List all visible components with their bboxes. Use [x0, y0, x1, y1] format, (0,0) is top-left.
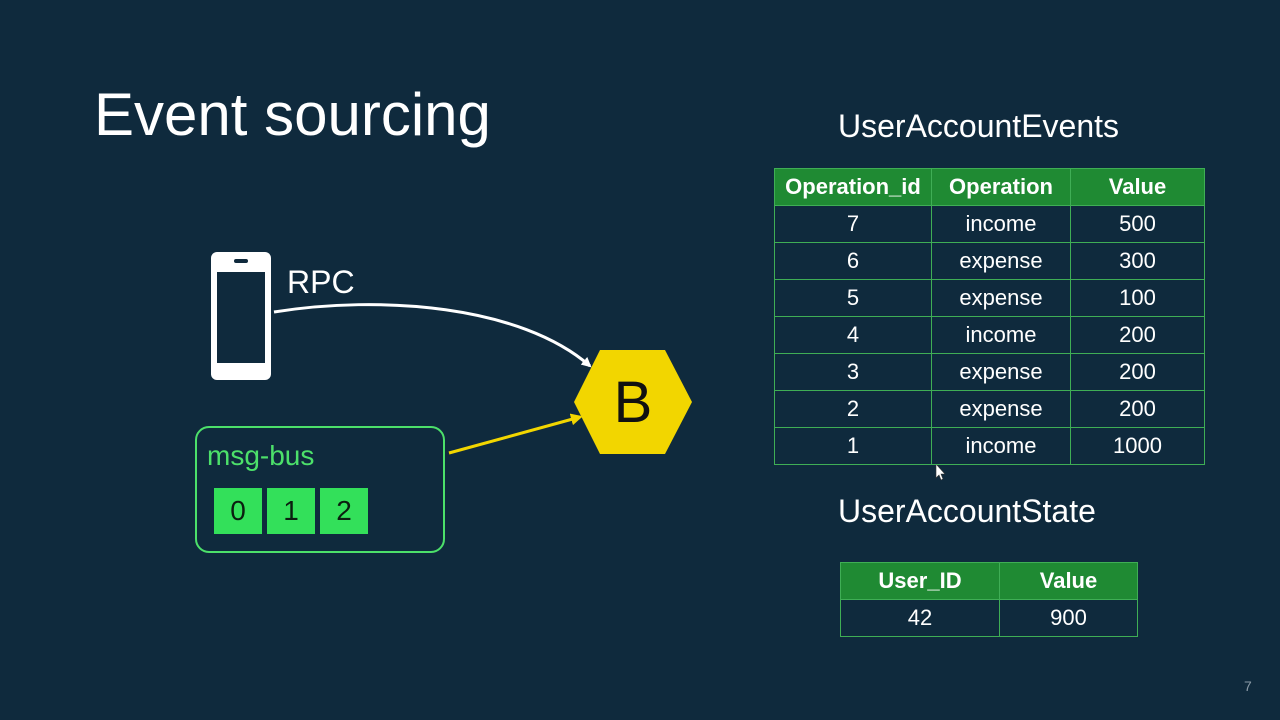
column-header: Operation_id — [774, 168, 932, 206]
table-header-row: User_ID Value — [840, 562, 1138, 600]
phone-icon — [211, 252, 271, 380]
service-b-label: B — [613, 369, 653, 435]
rpc-arrow — [273, 303, 592, 368]
table-row: 42 900 — [840, 599, 1138, 637]
table-cell: 3 — [774, 353, 932, 391]
table-row: 1 income 1000 — [774, 427, 1205, 465]
table-row: 7 income 500 — [774, 205, 1205, 243]
table-cell: 42 — [840, 599, 1000, 637]
column-header: Operation — [931, 168, 1071, 206]
table-cell: 5 — [774, 279, 932, 317]
msg-bus-cells: 0 1 2 — [214, 488, 368, 534]
state-table: User_ID Value 42 900 — [840, 562, 1138, 637]
table-cell: expense — [931, 242, 1071, 280]
msg-bus-box: msg-bus 0 1 2 — [195, 426, 445, 553]
table-cell: 2 — [774, 390, 932, 428]
msg-bus-arrow — [448, 413, 583, 455]
msg-bus-cell: 0 — [214, 488, 262, 534]
table-cell: 200 — [1070, 390, 1205, 428]
page-number: 7 — [1244, 678, 1252, 694]
events-table-title: UserAccountEvents — [838, 108, 1120, 144]
table-cell: 6 — [774, 242, 932, 280]
table-cell: 7 — [774, 205, 932, 243]
table-cell: 1000 — [1070, 427, 1205, 465]
table-row: 5 expense 100 — [774, 279, 1205, 317]
table-cell: 300 — [1070, 242, 1205, 280]
table-cell: 200 — [1070, 316, 1205, 354]
msg-bus-label: msg-bus — [207, 440, 315, 471]
table-cell: 100 — [1070, 279, 1205, 317]
table-header-row: Operation_id Operation Value — [774, 168, 1205, 206]
table-cell: 500 — [1070, 205, 1205, 243]
column-header: Value — [999, 562, 1138, 600]
column-header: Value — [1070, 168, 1205, 206]
table-cell: expense — [931, 353, 1071, 391]
table-cell: 1 — [774, 427, 932, 465]
mouse-cursor-icon — [935, 463, 946, 481]
service-b-hexagon — [574, 350, 692, 454]
msg-bus-cell: 1 — [267, 488, 315, 534]
table-row: 6 expense 300 — [774, 242, 1205, 280]
table-row: 3 expense 200 — [774, 353, 1205, 391]
table-row: 4 income 200 — [774, 316, 1205, 354]
rpc-label: RPC — [287, 264, 355, 300]
table-cell: income — [931, 427, 1071, 465]
table-row: 2 expense 200 — [774, 390, 1205, 428]
table-cell: expense — [931, 279, 1071, 317]
column-header: User_ID — [840, 562, 1000, 600]
table-cell: 900 — [999, 599, 1138, 637]
table-cell: income — [931, 205, 1071, 243]
table-cell: 200 — [1070, 353, 1205, 391]
table-cell: 4 — [774, 316, 932, 354]
state-table-title: UserAccountState — [838, 493, 1096, 529]
table-cell: income — [931, 316, 1071, 354]
table-cell: expense — [931, 390, 1071, 428]
events-table: Operation_id Operation Value 7 income 50… — [774, 168, 1205, 465]
msg-bus-cell: 2 — [320, 488, 368, 534]
slide-title: Event sourcing — [94, 81, 491, 148]
